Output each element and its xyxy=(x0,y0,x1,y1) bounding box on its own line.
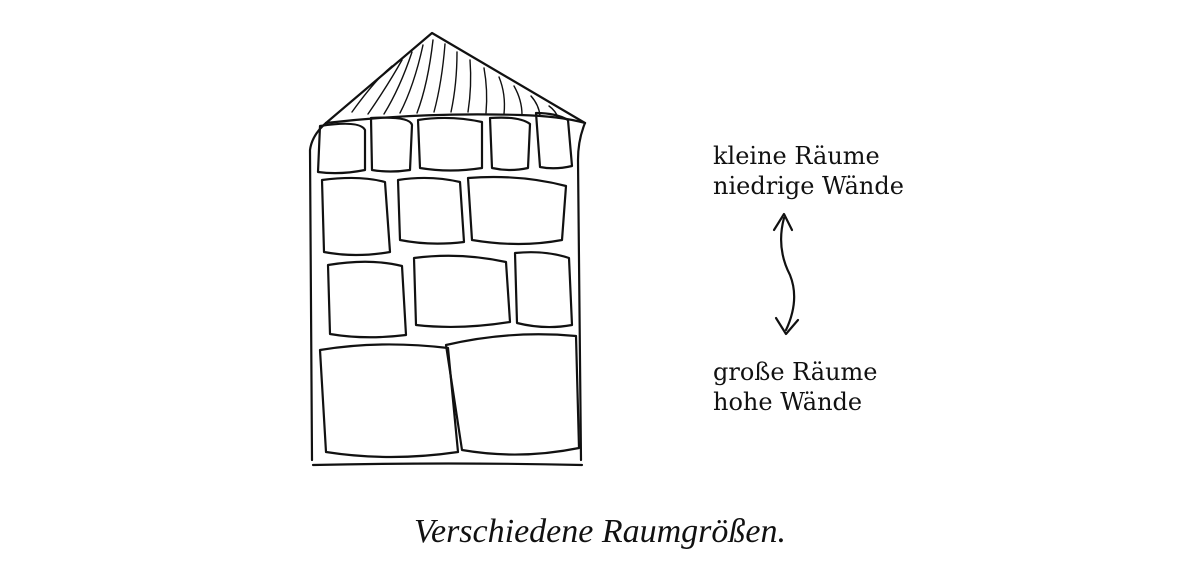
room xyxy=(396,176,466,245)
room xyxy=(513,251,574,329)
label-small-rooms-line2: niedrige Wände xyxy=(713,172,904,200)
roof xyxy=(324,31,587,125)
double-arrow-icon xyxy=(772,212,800,336)
room xyxy=(326,260,408,339)
room xyxy=(466,175,568,246)
room-row-small xyxy=(316,111,574,175)
label-large-rooms-line2: hohe Wände xyxy=(713,388,863,416)
label-large-rooms-line1: große Räume xyxy=(713,358,878,386)
room xyxy=(416,116,484,172)
room xyxy=(444,333,581,456)
room xyxy=(534,111,574,170)
room xyxy=(369,116,414,173)
label-small-rooms: kleine Räume niedrige Wände xyxy=(713,141,904,201)
house-walls xyxy=(308,121,587,467)
room-row-large xyxy=(318,333,581,459)
room xyxy=(412,254,512,329)
label-large-rooms: große Räume hohe Wände xyxy=(713,357,878,417)
label-small-rooms-line1: kleine Räume xyxy=(713,142,880,170)
room-row-medium-small xyxy=(320,175,568,257)
figure-caption: Verschiedene Raumgrößen. xyxy=(413,513,786,550)
room xyxy=(320,176,392,257)
room-row-medium-large xyxy=(326,251,574,339)
room xyxy=(488,116,532,172)
room xyxy=(316,122,367,175)
room xyxy=(318,343,460,459)
